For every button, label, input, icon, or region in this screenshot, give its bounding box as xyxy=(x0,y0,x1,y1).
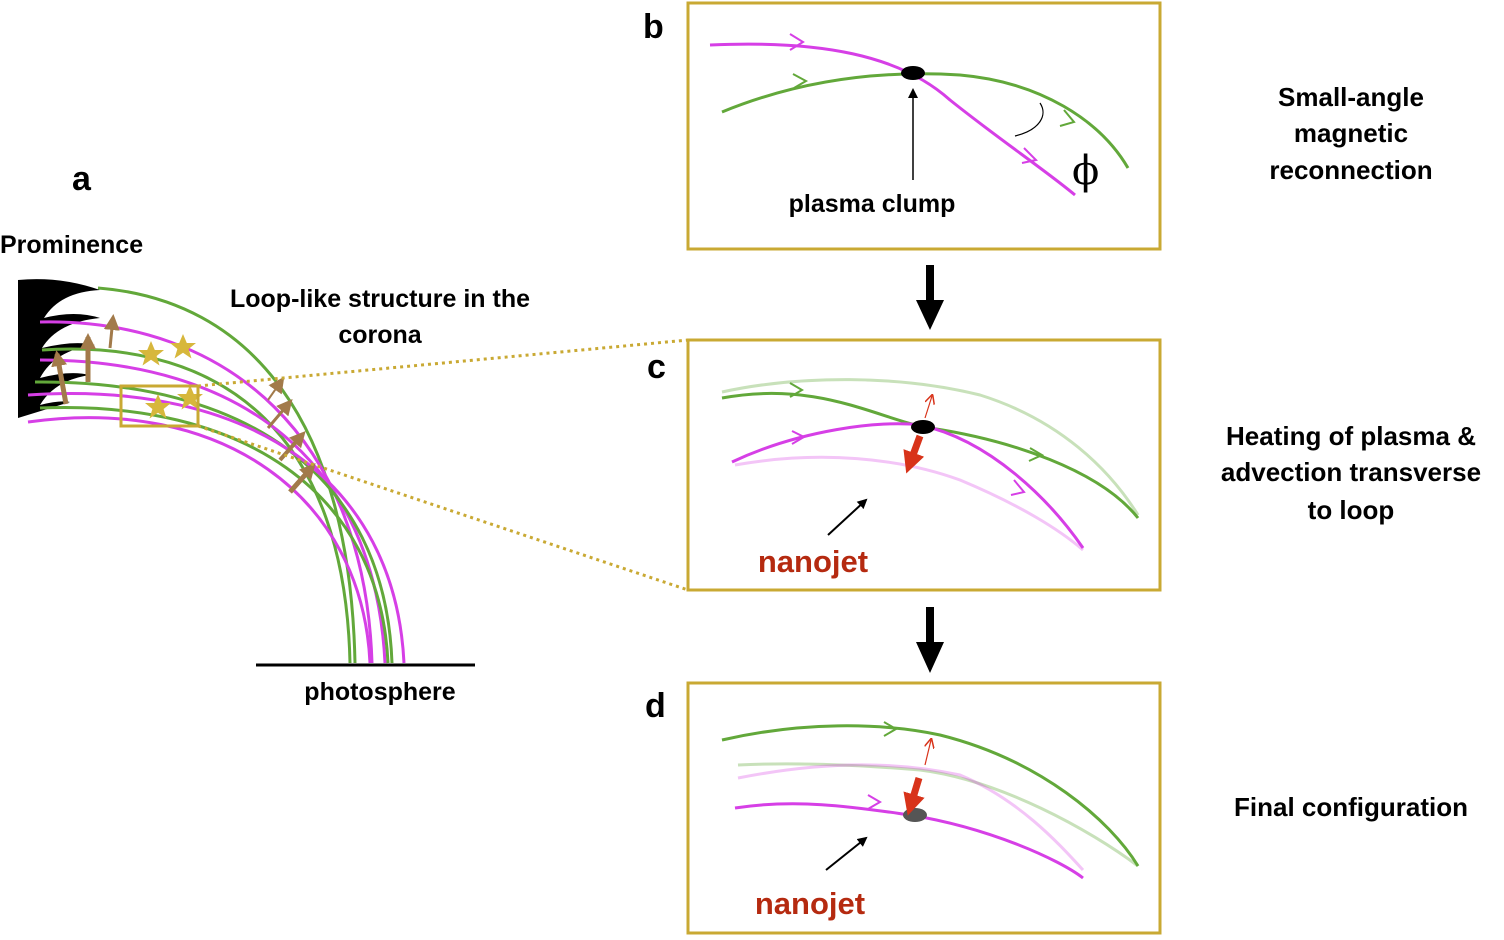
jet-small-arrow-d xyxy=(925,740,931,766)
angle-arc xyxy=(1014,102,1044,137)
jet-large-arrow-d xyxy=(903,776,925,816)
magenta-field-line xyxy=(709,42,1076,197)
final-green-line xyxy=(721,724,1140,867)
reconnected-magenta-line xyxy=(731,422,1085,549)
transition-arrows xyxy=(916,265,944,673)
field-direction-arrows-d xyxy=(867,721,898,810)
prominence-label: Prominence xyxy=(0,231,143,259)
zoom-connectors xyxy=(197,338,689,592)
field-direction-arrows xyxy=(789,33,1076,164)
nanojet-pointer-c xyxy=(827,498,868,536)
stage-b-line3: reconnection xyxy=(1269,155,1432,185)
panel-b-box xyxy=(686,1,1162,251)
panel-b: b plasma clump ϕ Small-angle magnetic re… xyxy=(643,1,1433,251)
jet-small-arrow xyxy=(924,396,932,419)
nanojet-label-c: nanojet xyxy=(758,544,868,579)
jet-large-arrow xyxy=(903,434,925,474)
panel-d-box xyxy=(686,681,1162,935)
nanojet-label-d: nanojet xyxy=(755,886,865,921)
reconnected-green-line xyxy=(721,391,1140,519)
green-field-line xyxy=(721,72,1130,169)
panel-a: a Prominence xyxy=(0,160,530,706)
stage-c-line1: Heating of plasma & xyxy=(1226,421,1476,451)
angle-phi: ϕ xyxy=(1072,148,1099,194)
loop-label-line1: Loop-like structure in the xyxy=(230,285,530,313)
zoom-box xyxy=(119,384,200,428)
stage-b-line2: magnetic xyxy=(1294,118,1408,148)
loop-label-line2: corona xyxy=(338,321,422,349)
plasma-clump-c xyxy=(911,420,935,434)
panel-a-letter: a xyxy=(72,160,92,198)
stage-c-line2: advection transverse xyxy=(1221,457,1481,487)
flow-arrows xyxy=(51,314,316,494)
stage-b-line1: Small-angle xyxy=(1278,82,1424,112)
stage-c-line3: to loop xyxy=(1308,495,1395,525)
photosphere-label: photosphere xyxy=(304,678,455,706)
panel-c: c nanojet Heating of plasma & advection … xyxy=(647,338,1481,592)
field-direction-arrows-c xyxy=(789,382,1045,496)
panel-c-letter: c xyxy=(647,348,666,386)
plasma-clump xyxy=(901,66,925,80)
panel-c-box xyxy=(686,338,1162,592)
nanojet-pointer-d xyxy=(825,836,868,871)
plasma-clump-label: plasma clump xyxy=(789,190,956,218)
panel-d-letter: d xyxy=(645,687,666,725)
plasma-clump-d xyxy=(903,808,927,822)
stage-d-line1: Final configuration xyxy=(1234,792,1468,822)
panel-d: d nanojet Final configuration xyxy=(645,681,1468,935)
panel-b-letter: b xyxy=(643,8,664,46)
